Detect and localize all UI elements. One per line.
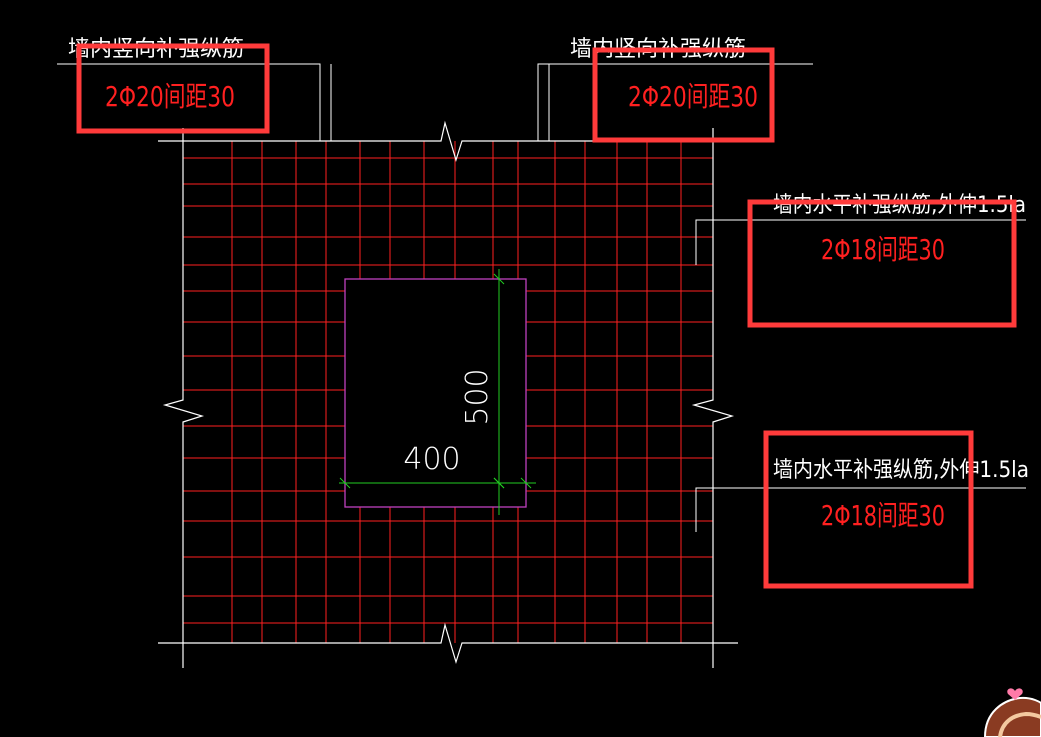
spec-vertical-left: 2Φ20间距30	[105, 80, 235, 113]
spec-horizontal-bottom: 2Φ18间距30	[821, 499, 945, 532]
highlight-box-horizontal-top	[747, 199, 1017, 328]
dim-tick-width-left	[339, 477, 351, 489]
bottom-break-symbol	[432, 622, 472, 665]
spec-horizontal-top: 2Φ18间距30	[821, 233, 945, 266]
wall-opening	[344, 278, 527, 508]
leader-vertical-left	[57, 63, 321, 141]
dim-tick-width-right-b	[520, 477, 532, 489]
spec-vertical-right: 2Φ20间距30	[628, 80, 758, 113]
dimension-width-label: 400	[403, 442, 460, 477]
label-vertical-left: 墙内竖向补强纵筋	[68, 37, 244, 62]
highlight-box-horizontal-bottom	[763, 430, 974, 589]
leader-vertical-right	[537, 63, 813, 141]
top-break-symbol	[432, 120, 472, 163]
leader-lines	[57, 63, 1026, 532]
dim-tick-height-top	[493, 273, 505, 285]
dimension-lines	[339, 269, 536, 515]
highlight-box-vertical-right	[592, 47, 775, 143]
highlight-boxes	[76, 43, 1017, 589]
right-break-symbol	[691, 395, 735, 430]
leader-horizontal-top	[695, 219, 1026, 265]
highlight-box-vertical-left	[76, 43, 270, 134]
corner-sticker-icon	[983, 688, 1041, 737]
leader-horizontal-bottom	[695, 487, 1026, 532]
label-horizontal-top: 墙内水平补强纵筋,外伸1.5la	[773, 193, 1026, 218]
dimension-height-label: 500	[460, 368, 495, 425]
label-horizontal-bottom: 墙内水平补强纵筋,外伸1.5la	[773, 458, 1029, 483]
dim-tick-height-bottom	[493, 477, 505, 489]
left-break-symbol	[162, 395, 205, 430]
